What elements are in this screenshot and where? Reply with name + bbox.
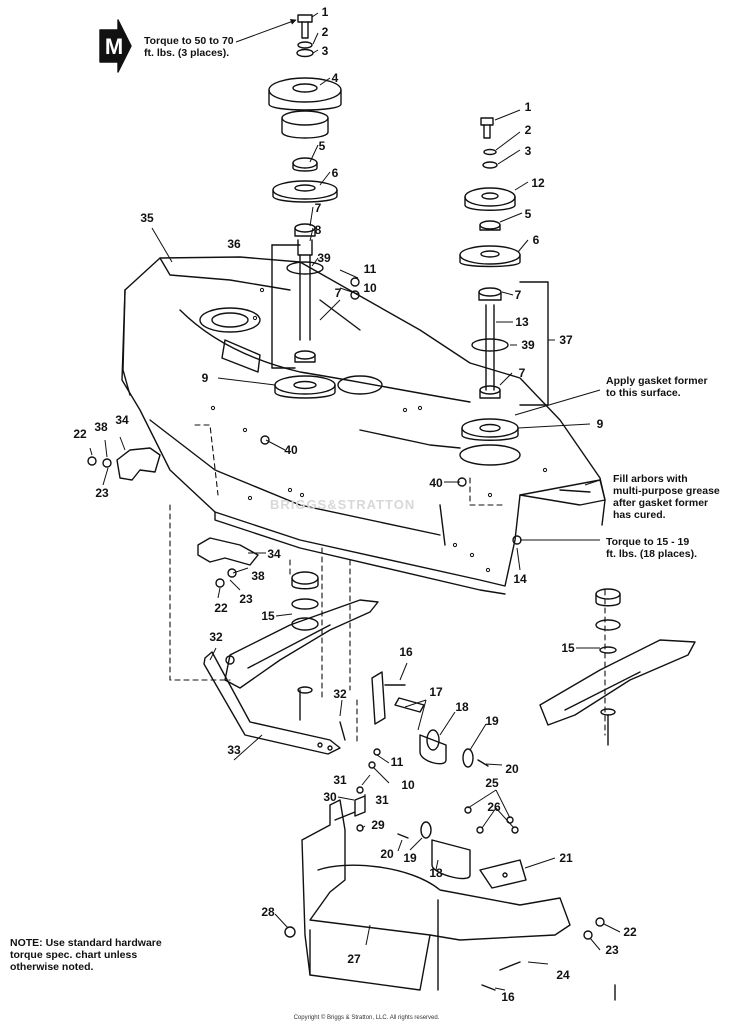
callout-numbers: 1 2 3 4 5 6 7 8 35 36 39 11 10 7 9 40 1 … xyxy=(73,5,637,1004)
callout-17: 17 xyxy=(429,685,443,699)
callout-22b: 22 xyxy=(214,601,228,615)
callout-8: 8 xyxy=(315,223,322,237)
callout-2: 2 xyxy=(322,25,329,39)
callout-20: 20 xyxy=(505,762,519,776)
callout-6b: 6 xyxy=(533,233,540,247)
callout-4: 4 xyxy=(332,71,339,85)
front-hanger-bracket xyxy=(197,537,259,588)
callout-10b: 10 xyxy=(401,778,415,792)
callout-7: 7 xyxy=(315,201,322,215)
callout-24: 24 xyxy=(556,968,570,982)
callout-11: 11 xyxy=(364,262,377,276)
leader-lines xyxy=(89,12,621,991)
callout-23b: 23 xyxy=(239,592,253,606)
discharge-chute-lower xyxy=(284,786,605,991)
callout-38: 38 xyxy=(94,420,108,434)
left-spindle-assembly xyxy=(268,14,342,399)
callout-27: 27 xyxy=(347,952,361,966)
callout-23: 23 xyxy=(95,486,109,500)
callout-20b: 20 xyxy=(380,847,394,861)
hardware-note: NOTE: Use standard hardware torque spec.… xyxy=(10,937,162,973)
callout-22c: 22 xyxy=(623,925,637,939)
callout-38b: 38 xyxy=(251,569,265,583)
callout-29: 29 xyxy=(371,818,385,832)
callout-14: 14 xyxy=(513,572,527,586)
callout-18: 18 xyxy=(455,700,469,714)
callout-31: 31 xyxy=(333,773,347,787)
callout-34b: 34 xyxy=(267,547,281,561)
deck-housing xyxy=(121,256,606,595)
baffle-rod xyxy=(203,651,346,755)
callout-25: 25 xyxy=(485,776,499,790)
right-spindle-assembly xyxy=(459,117,521,441)
gasket-note: Apply gasket former to this surface. xyxy=(606,375,708,399)
callout-12: 12 xyxy=(531,176,545,190)
torque-note-bottom: Torque to 15 - 19 ft. lbs. (18 places). xyxy=(606,536,698,560)
callout-3: 3 xyxy=(322,44,329,58)
callout-28: 28 xyxy=(261,905,275,919)
callout-2b: 2 xyxy=(525,123,532,137)
callout-21: 21 xyxy=(559,851,573,865)
deck-holes xyxy=(210,287,548,573)
callout-39: 39 xyxy=(317,251,331,265)
callout-9b: 9 xyxy=(597,417,604,431)
callout-1: 1 xyxy=(322,5,329,19)
callout-7b: 7 xyxy=(335,286,342,300)
callout-16b: 16 xyxy=(501,990,515,1004)
callout-40b: 40 xyxy=(429,476,443,490)
callout-39b: 39 xyxy=(521,338,535,352)
callout-5: 5 xyxy=(319,139,326,153)
callout-31b: 31 xyxy=(375,793,389,807)
callout-15b: 15 xyxy=(561,641,575,655)
callout-37: 37 xyxy=(559,333,573,347)
watermark: BRIGGS&STRATTON xyxy=(270,497,416,512)
reference-lines xyxy=(169,424,606,746)
callout-34: 34 xyxy=(115,413,129,427)
callout-36: 36 xyxy=(227,237,241,251)
callout-10: 10 xyxy=(363,281,377,295)
callout-1b: 1 xyxy=(525,100,532,114)
callout-40: 40 xyxy=(284,443,298,457)
badge-letter: M xyxy=(105,34,123,59)
callout-19b: 19 xyxy=(403,851,417,865)
left-blade xyxy=(224,571,379,721)
callout-26: 26 xyxy=(487,800,501,814)
callout-13: 13 xyxy=(515,315,529,329)
torque-note-top: Torque to 50 to 70 ft. lbs. (3 places). xyxy=(144,35,234,59)
idler-bracket xyxy=(371,671,489,768)
callout-7c: 7 xyxy=(515,288,522,302)
callout-32: 32 xyxy=(209,630,223,644)
callout-30: 30 xyxy=(323,790,337,804)
callout-11b: 11 xyxy=(391,755,404,769)
right-blade xyxy=(539,588,696,746)
callout-5b: 5 xyxy=(525,207,532,221)
callout-32b: 32 xyxy=(333,687,347,701)
callout-9: 9 xyxy=(202,371,209,385)
callout-3b: 3 xyxy=(525,144,532,158)
callout-16: 16 xyxy=(399,645,413,659)
grease-note: Fill arbors with multi-purpose grease af… xyxy=(613,473,720,521)
callout-15: 15 xyxy=(261,609,275,623)
callout-6: 6 xyxy=(332,166,339,180)
callout-7d: 7 xyxy=(519,366,526,380)
callout-19: 19 xyxy=(485,714,499,728)
maintenance-badge-icon xyxy=(99,19,132,73)
callout-23c: 23 xyxy=(605,943,619,957)
callout-33: 33 xyxy=(227,743,241,757)
callout-35: 35 xyxy=(140,211,154,225)
copyright-line: Copyright © Briggs & Stratton, LLC. All … xyxy=(293,1015,440,1021)
callout-18b: 18 xyxy=(429,866,443,880)
callout-22: 22 xyxy=(73,427,87,441)
left-hanger-bracket xyxy=(87,447,161,481)
